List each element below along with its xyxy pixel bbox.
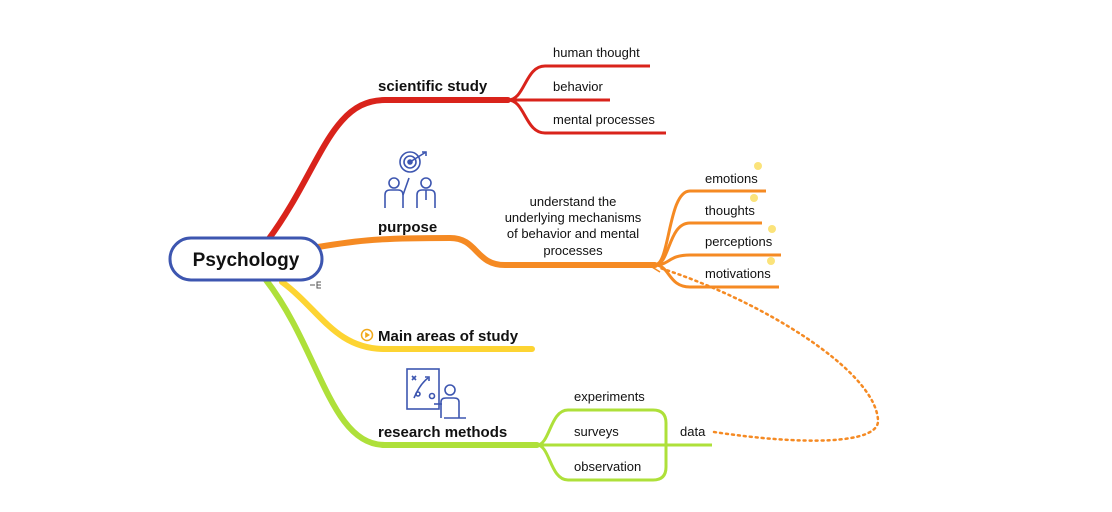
play-circle-icon[interactable] <box>360 328 374 342</box>
purpose-detail-line-3: of behavior and mental <box>507 226 639 241</box>
topic-purpose[interactable]: purpose <box>378 219 437 236</box>
connector-observation <box>536 443 668 482</box>
marker-dot-icon <box>754 162 762 170</box>
connector-experiments <box>536 408 668 447</box>
subtopic-observation[interactable]: observation <box>574 459 641 474</box>
marker-dot-icon <box>768 225 776 233</box>
relationship-data-to-purpose[interactable] <box>650 261 880 442</box>
summary-data[interactable]: data <box>680 424 706 439</box>
connector-research-methods <box>263 277 540 448</box>
topic-scientific-study[interactable]: scientific study <box>378 78 488 95</box>
subtopic-human-thought[interactable]: human thought <box>553 45 640 60</box>
subtopic-thoughts[interactable]: thoughts <box>705 203 755 218</box>
connector-motivations <box>654 263 779 289</box>
subtopic-behavior[interactable]: behavior <box>553 79 604 94</box>
purpose-detail[interactable]: understand the underlying mechanisms of … <box>505 194 642 258</box>
central-topic-box <box>168 236 324 282</box>
subtopic-perceptions[interactable]: perceptions <box>705 234 773 249</box>
branch-research-methods: research methods experiments surveys obs… <box>263 277 712 482</box>
connector-mental-processes <box>507 98 666 135</box>
target-team-icon <box>384 151 436 208</box>
collapse-toggle-icon[interactable] <box>310 281 321 289</box>
central-topic[interactable]: Psychology <box>168 236 324 282</box>
subtopic-experiments[interactable]: experiments <box>574 389 645 404</box>
purpose-detail-line-4: processes <box>543 243 603 258</box>
central-topic-label: Psychology <box>193 250 300 271</box>
dotted-relationship-line <box>658 266 880 442</box>
subtopic-motivations[interactable]: motivations <box>705 266 771 281</box>
topic-main-areas[interactable]: Main areas of study <box>378 328 519 345</box>
purpose-detail-line-2: underlying mechanisms <box>505 210 642 225</box>
branch-main-areas: Main areas of study <box>279 279 535 352</box>
topic-research-methods[interactable]: research methods <box>378 424 507 441</box>
arrowhead-icon <box>650 261 661 273</box>
subtopic-surveys[interactable]: surveys <box>574 424 619 439</box>
subtopic-emotions[interactable]: emotions <box>705 171 758 186</box>
branch-purpose: purpose understand the underlying mechan… <box>315 151 781 289</box>
marker-dot-icon <box>767 257 775 265</box>
branch-scientific-study: scientific study human thought behavior … <box>265 45 666 243</box>
connector-purpose <box>315 234 658 268</box>
marker-dot-icon <box>750 194 758 202</box>
connector-scientific-study <box>265 97 511 243</box>
connector-main-areas <box>279 279 535 352</box>
connector-perceptions <box>654 253 781 267</box>
strategy-board-icon <box>406 368 466 419</box>
purpose-detail-line-1: understand the <box>530 194 617 209</box>
summary-bracket <box>664 423 712 467</box>
subtopic-mental-processes[interactable]: mental processes <box>553 112 655 127</box>
